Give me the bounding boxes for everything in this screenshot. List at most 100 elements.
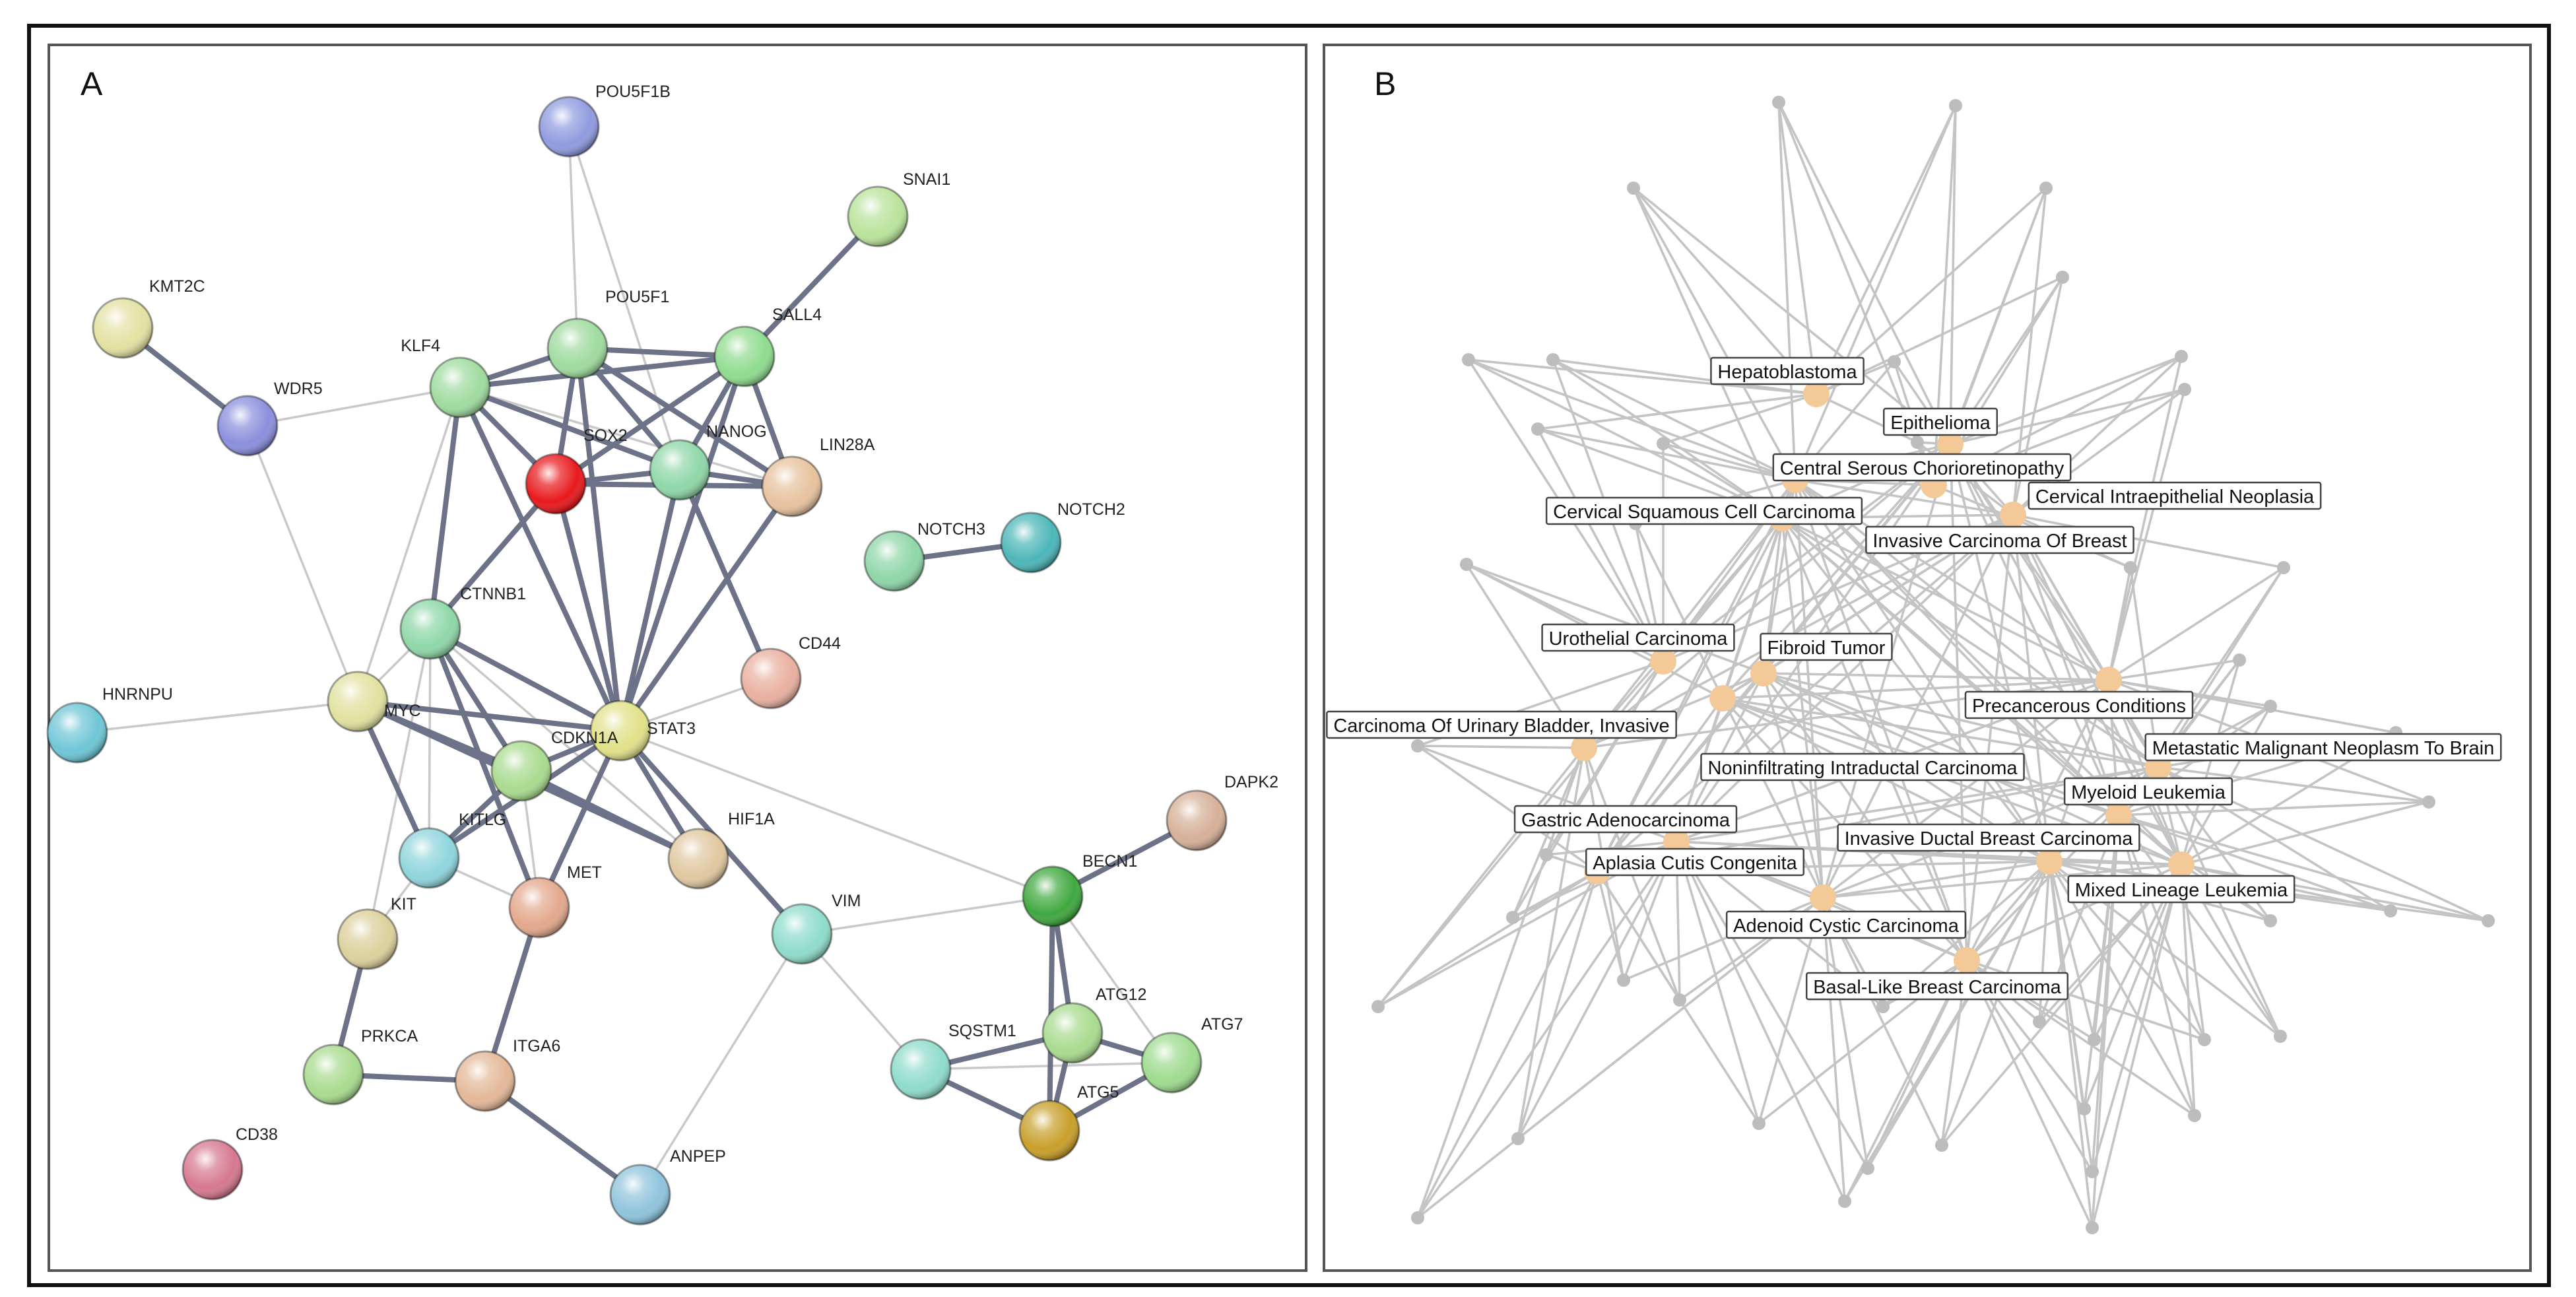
protein-node-pou5f1[interactable]: POU5F1 (546, 288, 669, 380)
protein-node-stat3[interactable]: STAT3 (589, 700, 696, 762)
gene-node[interactable] (1531, 422, 1544, 436)
gene-node[interactable] (2274, 1030, 2287, 1043)
disease-network-edge (2118, 801, 2429, 816)
protein-node-ctnnb1[interactable]: CTNNB1 (399, 585, 526, 660)
gene-node[interactable] (1838, 1195, 1851, 1208)
gene-node[interactable] (1511, 1132, 1525, 1145)
gene-node[interactable] (1772, 96, 1785, 109)
protein-node-atg7[interactable]: ATG7 (1140, 1015, 1243, 1094)
disease-node-basal-like-breast-carcinoma[interactable] (1954, 947, 1980, 974)
protein-node-kit[interactable]: KIT (337, 895, 416, 970)
gene-node[interactable] (2175, 350, 2188, 363)
protein-node-cd44[interactable]: CD44 (740, 634, 841, 710)
disease-node-mixed-lineage-leukemia[interactable] (2168, 851, 2195, 878)
disease-node-noninfiltrating-intraductal-carcinoma[interactable] (1709, 685, 1736, 712)
protein-node-sqstm1[interactable]: SQSTM1 (890, 1022, 1016, 1100)
disease-node-hepatoblastoma[interactable] (1803, 381, 1830, 407)
protein-node-snai1[interactable]: SNAI1 (847, 170, 950, 248)
gene-node[interactable] (1752, 1117, 1766, 1130)
gene-node[interactable] (2384, 904, 2397, 917)
protein-node-lin28a[interactable]: LIN28A (761, 436, 875, 517)
gene-node[interactable] (1888, 355, 1901, 368)
protein-node-kmt2c[interactable]: KMT2C (92, 277, 205, 359)
protein-node-notch3[interactable]: NOTCH3 (863, 520, 985, 592)
gene-node[interactable] (1540, 848, 1553, 861)
gene-node[interactable] (2086, 1221, 2099, 1234)
protein-sphere-highlight (1023, 867, 1082, 926)
protein-node-met[interactable]: MET (508, 863, 602, 939)
protein-node-dapk2[interactable]: DAPK2 (1166, 773, 1278, 851)
gene-node[interactable] (2482, 914, 2495, 927)
gene-node[interactable] (2086, 1165, 2099, 1178)
gene-node[interactable] (2233, 653, 2246, 667)
protein-node-becn1[interactable]: BECN1 (1022, 852, 1137, 927)
gene-node[interactable] (2078, 1102, 2091, 1115)
protein-node-klf4[interactable]: KLF4 (401, 337, 491, 418)
gene-node[interactable] (1657, 437, 1670, 450)
gene-node[interactable] (2056, 271, 2069, 284)
gene-node[interactable] (1462, 353, 1475, 366)
disease-label-text: Mixed Lineage Leukemia (2075, 880, 2288, 901)
protein-node-pou5f1b[interactable]: POU5F1B (538, 83, 671, 158)
gene-node[interactable] (1876, 1000, 1890, 1013)
disease-node-epithelioma[interactable] (1937, 431, 1964, 457)
gene-node[interactable] (2039, 182, 2053, 195)
gene-node[interactable] (2277, 561, 2290, 574)
protein-node-wdr5[interactable]: WDR5 (216, 380, 323, 457)
gene-node[interactable] (1506, 911, 1519, 924)
gene-node[interactable] (2188, 1109, 2201, 1122)
disease-node-fibroid-tumor[interactable] (1750, 660, 1777, 686)
gene-node[interactable] (1546, 353, 1560, 366)
gene-node[interactable] (1935, 1139, 1948, 1152)
protein-node-cd38[interactable]: CD38 (182, 1125, 278, 1201)
gene-node[interactable] (1861, 1162, 1874, 1175)
gene-node[interactable] (2264, 914, 2277, 927)
protein-node-nanog[interactable]: NANOG (649, 422, 767, 501)
protein-node-sox2[interactable]: SOX2 (525, 426, 628, 515)
gene-node[interactable] (2198, 1033, 2211, 1046)
gene-node[interactable] (1411, 1211, 1424, 1224)
gene-node[interactable] (2422, 795, 2435, 809)
gene-node[interactable] (2178, 383, 2191, 396)
protein-node-prkca[interactable]: PRKCA (302, 1027, 418, 1106)
disease-node-urothelial-carcinoma[interactable] (1650, 648, 1676, 675)
protein-node-hif1a[interactable]: HIF1A (667, 810, 775, 890)
protein-label: SALL4 (772, 306, 822, 324)
gene-node[interactable] (1617, 974, 1630, 987)
gene-node[interactable] (2033, 1015, 2046, 1028)
protein-node-atg5[interactable]: ATG5 (1018, 1083, 1119, 1162)
disease-node-carcinoma-of-urinary-bladder-invasive[interactable] (1571, 735, 1597, 761)
protein-node-hnrnpu[interactable]: HNRNPU (46, 685, 173, 764)
gene-node[interactable] (1627, 182, 1640, 195)
gene-node[interactable] (2264, 700, 2277, 713)
protein-node-itga6[interactable]: ITGA6 (454, 1037, 560, 1112)
gene-node[interactable] (1411, 739, 1424, 752)
protein-node-sall4[interactable]: SALL4 (713, 306, 822, 387)
protein-node-cdkn1a[interactable]: CDKN1A (490, 729, 618, 802)
protein-node-anpep[interactable]: ANPEP (609, 1147, 726, 1226)
disease-node-adenoid-cystic-carcinoma[interactable] (1810, 884, 1836, 911)
protein-label: MYC (384, 702, 421, 720)
protein-node-kitlg[interactable]: KITLG (398, 811, 506, 889)
edge-myc-stat3 (355, 699, 623, 733)
disease-network-edge (1537, 393, 1817, 430)
disease-node-invasive-ductal-breast-carcinoma[interactable] (2036, 848, 2063, 875)
gene-node[interactable] (1673, 993, 1686, 1007)
protein-sphere-highlight (1043, 1003, 1102, 1063)
disease-node-myeloid-leukemia[interactable] (2105, 802, 2132, 828)
protein-node-notch2[interactable]: NOTCH2 (1000, 500, 1125, 574)
gene-node[interactable] (2124, 561, 2137, 574)
protein-node-atg12[interactable]: ATG12 (1041, 985, 1146, 1064)
gene-node[interactable] (1911, 436, 1924, 449)
disease-network-edge (1596, 697, 1724, 873)
gene-node[interactable] (1460, 558, 1473, 571)
protein-node-myc[interactable]: MYC (327, 671, 421, 733)
disease-node-precancerous-conditions[interactable] (2096, 667, 2122, 693)
gene-node[interactable] (1949, 99, 1962, 112)
gene-node[interactable] (2088, 1033, 2101, 1046)
disease-label-box (2067, 875, 2295, 904)
protein-node-vim[interactable]: VIM (771, 892, 861, 965)
gene-node[interactable] (1371, 1000, 1385, 1013)
disease-node-invasive-carcinoma-of-breast[interactable] (2000, 502, 2026, 528)
